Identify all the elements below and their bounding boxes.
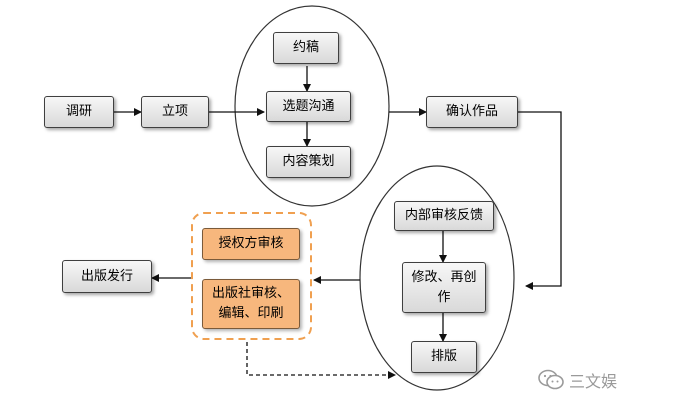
- watermark-text: 三文娱: [569, 372, 618, 391]
- node-internal-review-label: 内部审核反馈: [404, 208, 483, 223]
- node-confirm-work: 确认作品: [426, 96, 518, 128]
- node-content-planning: 内容策划: [266, 146, 351, 178]
- node-approval: 立项: [141, 96, 209, 128]
- node-topic-discussion-label: 选题沟通: [282, 98, 335, 114]
- node-confirm-work-label: 确认作品: [445, 104, 498, 119]
- node-publish-release: 出版发行: [62, 260, 152, 293]
- node-commission-label: 约稿: [292, 40, 319, 55]
- wechat-icon: [538, 369, 564, 390]
- node-approval-label: 立项: [161, 104, 188, 119]
- node-modify-line2: 作: [437, 289, 451, 305]
- node-publish-release-label: 出版发行: [80, 268, 133, 284]
- node-modify-recreate: 修改、再创作: [402, 262, 486, 313]
- arrow-confirm-to-revision: [518, 111, 562, 290]
- watermark: 三文娱: [538, 368, 617, 392]
- node-publisher-line2: 编辑、印刷: [218, 306, 284, 321]
- node-licensor-review-label: 授权方审核: [218, 236, 284, 251]
- node-publisher-line1: 出版社审核、: [211, 286, 290, 301]
- dashed-arrow-publisher-to-typeset: [246, 342, 396, 379]
- node-research-label: 调研: [65, 104, 92, 119]
- node-modify-line1: 修改、再创: [411, 269, 477, 285]
- node-content-planning-label: 内容策划: [282, 154, 335, 169]
- node-research: 调研: [44, 96, 114, 128]
- node-topic-discussion: 选题沟通: [266, 91, 351, 122]
- node-commission: 约稿: [273, 32, 339, 64]
- node-licensor-review: 授权方审核: [202, 228, 300, 260]
- node-typesetting: 排版: [411, 341, 477, 373]
- node-internal-review: 内部审核反馈: [394, 201, 494, 231]
- node-typesetting-label: 排版: [430, 349, 457, 364]
- planning-ellipse: [234, 5, 390, 207]
- node-publisher-review: 出版社审核、编辑、印刷: [202, 279, 300, 329]
- publisher-group-dashed-border: [191, 212, 312, 340]
- revision-ellipse: [359, 165, 515, 391]
